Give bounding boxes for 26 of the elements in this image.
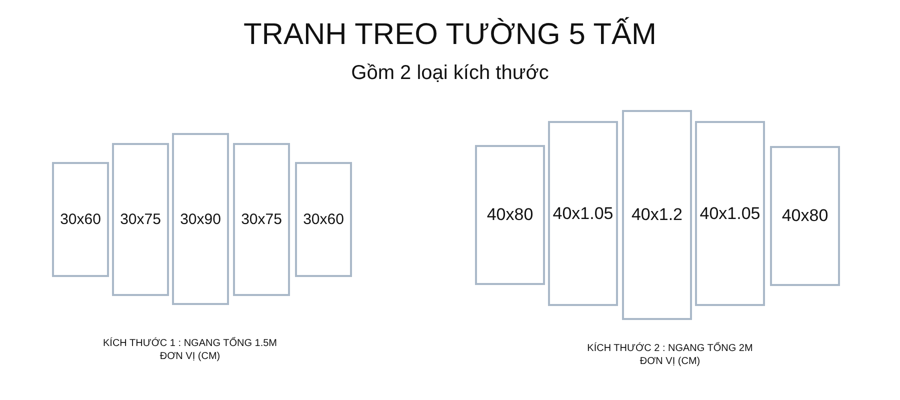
size-label: 30x75 <box>241 211 282 228</box>
size-label: 40x1.05 <box>552 204 614 224</box>
subtitle: Gồm 2 loại kích thước <box>350 62 550 85</box>
canvas-panel <box>52 162 109 277</box>
size-label: 40x1.05 <box>700 204 760 224</box>
size-label: 40x80 <box>486 205 534 225</box>
size-label: 40x1.2 <box>631 205 683 225</box>
size-label: 30x75 <box>120 211 161 228</box>
canvas-panel <box>112 143 169 296</box>
title: TRANH TREO TƯỜNG 5 TẤM <box>242 18 658 52</box>
canvas-panel <box>233 143 290 296</box>
canvas-panel <box>475 145 545 285</box>
canvas-panel <box>548 121 618 306</box>
size-label: 30x60 <box>303 211 344 228</box>
size-label: 30x60 <box>60 211 101 228</box>
canvas-panel <box>295 162 352 277</box>
size-label: 30x90 <box>180 210 221 228</box>
size-label: 40x80 <box>782 206 828 226</box>
dimension-note: KÍCH THƯỚC 1 : NGANG TỔNG 1.5M <box>102 338 278 349</box>
canvas-panel <box>622 110 692 320</box>
canvas-panel <box>695 121 765 306</box>
canvas-panel <box>770 146 840 286</box>
canvas-panel <box>172 133 229 305</box>
dimension-note: KÍCH THƯỚC 2 : NGANG TỔNG 2M <box>586 343 754 354</box>
unit-note: ĐƠN VỊ (CM) <box>638 356 702 367</box>
unit-note: ĐƠN VỊ (CM) <box>158 351 222 362</box>
